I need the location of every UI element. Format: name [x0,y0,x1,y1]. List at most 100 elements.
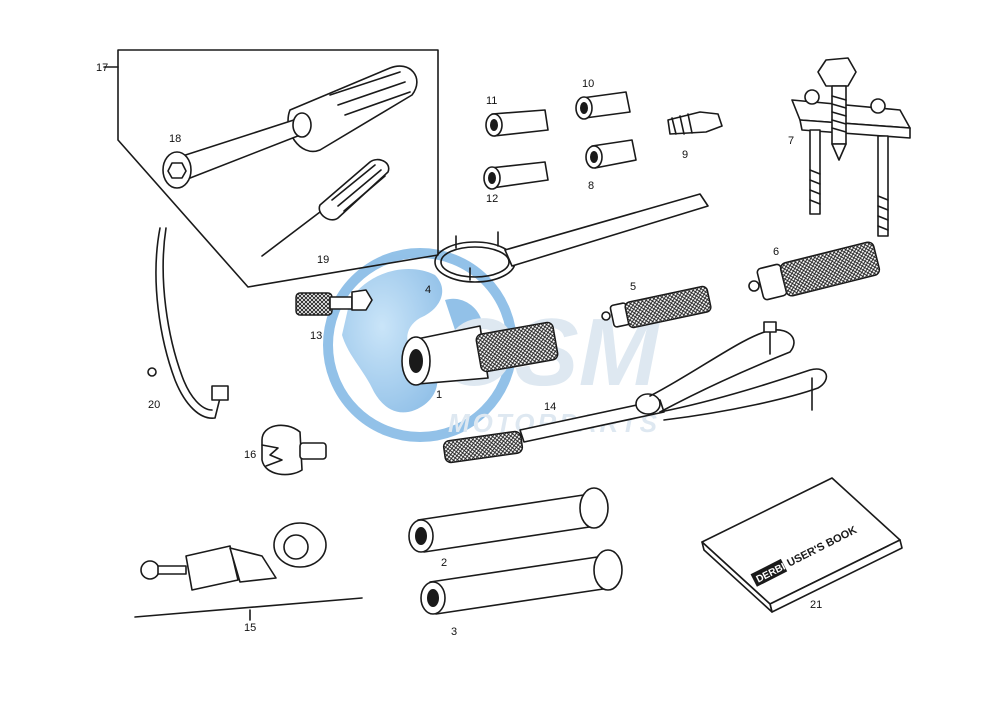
callout-19: 19 [317,254,329,266]
box-spanner-end [162,151,192,189]
globe-continent-icon [445,298,482,335]
drift-5 [601,285,712,329]
spanner-ring-inner [440,246,510,278]
tool-16-teeth [261,444,283,467]
spline-socket [667,111,723,135]
callout-18: 18 [169,133,181,145]
book-brand-box [750,558,788,587]
callout-4: 4 [425,284,431,296]
tube-bore [427,589,439,607]
callout-3: 3 [451,626,457,638]
tube-drift-3 [420,549,623,615]
socket-9 [667,111,723,135]
drift-bore [409,349,423,373]
tool-15 [134,522,363,621]
screwdriver-handle [318,158,390,221]
tool-15-cup [229,547,277,583]
tool-15-stem [157,565,187,575]
callout-12: 12 [486,193,498,205]
fork-arm [649,329,795,413]
puller-nut [870,98,886,114]
spline-teeth [671,113,693,135]
socket-hole [580,102,588,114]
callout-14: 14 [544,401,556,413]
kit-outline [117,49,439,288]
tool-15-ring-hole [283,534,309,560]
callout-7: 7 [788,135,794,147]
tube-flange [593,549,623,591]
tool-13-stem [329,296,353,310]
spanner-handle [504,193,709,267]
fork-arm [659,368,828,421]
callout-16: 16 [244,449,256,461]
puller-bolt-head [817,57,857,87]
callout-5: 5 [630,281,636,293]
tube-body [417,493,597,553]
callout-15: 15 [244,622,256,634]
drift-nose [748,280,760,292]
tool-13-nut [351,289,373,311]
tube-body [429,555,611,615]
holding-tool-14 [442,321,828,464]
tool-kit-17 [103,49,439,288]
socket-11 [485,109,549,137]
puller-thread [831,95,847,133]
socket-hole [488,172,496,184]
drift-knurl [475,321,559,373]
tool-16-shaft [299,442,327,460]
book-edge [701,541,773,613]
tool-16 [261,424,327,476]
drift-6 [748,241,881,301]
callout-11: 11 [486,95,497,107]
screwdriver-grip [331,164,386,212]
drift-nose [601,311,611,321]
box-spanner-end [292,112,312,138]
tool-13-knurl [295,292,333,316]
drift-knurl [779,241,881,297]
strap-tool-20 [147,227,229,419]
puller-leg [877,135,889,237]
tool-15-knob [140,560,160,580]
tool-16-body [261,424,303,476]
tube-bore [415,527,427,545]
callout-1: 1 [436,389,442,401]
tube-drift-2 [408,487,609,553]
puller-bar-side [799,119,911,139]
callout-17: 17 [96,62,108,74]
fork-pin-cap [763,321,777,333]
tube-flange [579,487,609,529]
socket-10 [575,91,631,120]
users-book-21: DERBI USER'S BOOK [701,477,903,613]
puller-nut [804,89,820,105]
drift-1 [401,321,559,386]
book-cover [701,477,901,605]
socket-8 [585,139,637,169]
puller-7 [791,57,911,237]
strap [155,227,221,419]
callout-10: 10 [582,78,594,90]
handle-hub [635,393,661,415]
drift-knurl [624,285,712,329]
callout-13: 13 [310,330,322,342]
baseline-line [134,597,363,618]
tool-15-body [185,545,239,591]
puller-tip [831,143,847,161]
callout-9: 9 [682,149,688,161]
callout-21: 21 [810,599,822,611]
tool-13 [295,289,373,316]
handle-knurl [442,430,524,464]
socket-12 [483,161,549,190]
puller-leg-thread [809,169,889,231]
socket-hole [590,151,598,163]
callout-8: 8 [588,180,594,192]
callout-2: 2 [441,557,447,569]
tool-roll [287,65,418,153]
callout-labels: 1 2 3 4 5 6 7 8 9 10 11 12 13 14 15 16 1… [96,62,822,638]
strap-edge [162,227,213,411]
socket-hole [490,119,498,131]
tool-roll-stitching [329,71,411,116]
hex-socket-icon [167,162,187,179]
strap-buckle [211,385,229,401]
pin-spanner-4 [434,193,709,283]
